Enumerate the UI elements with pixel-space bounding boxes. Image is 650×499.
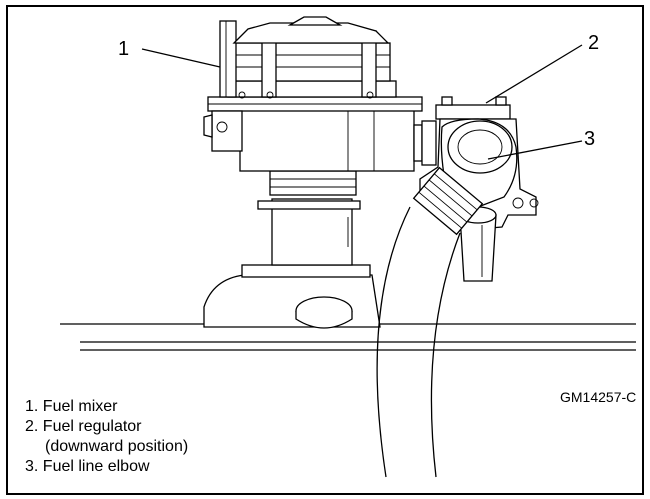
legend: 1. Fuel mixer 2. Fuel regulator (downwar… bbox=[25, 397, 188, 477]
legend-item-1: 1. Fuel mixer bbox=[25, 398, 118, 415]
callout-3: 3 bbox=[584, 128, 596, 150]
callout-1: 1 bbox=[118, 38, 130, 60]
callout-2: 2 bbox=[588, 32, 600, 54]
legend-item-2-detail: (downward position) bbox=[45, 438, 189, 455]
fuel-system-illustration bbox=[60, 16, 636, 478]
mixer-base bbox=[203, 170, 381, 329]
figure-id: GM14257-C bbox=[560, 389, 637, 405]
leader-lines bbox=[141, 44, 583, 160]
legend-item-3: 3. Fuel line elbow bbox=[25, 458, 150, 475]
fuel-mixer bbox=[203, 16, 437, 172]
floor-lines bbox=[60, 323, 636, 351]
legend-item-2: 2. Fuel regulator bbox=[25, 418, 142, 435]
figure-frame: 1 2 3 GM14257-C 1. Fuel mixer 2. Fuel re… bbox=[6, 5, 644, 495]
fuel-hose bbox=[376, 166, 484, 478]
